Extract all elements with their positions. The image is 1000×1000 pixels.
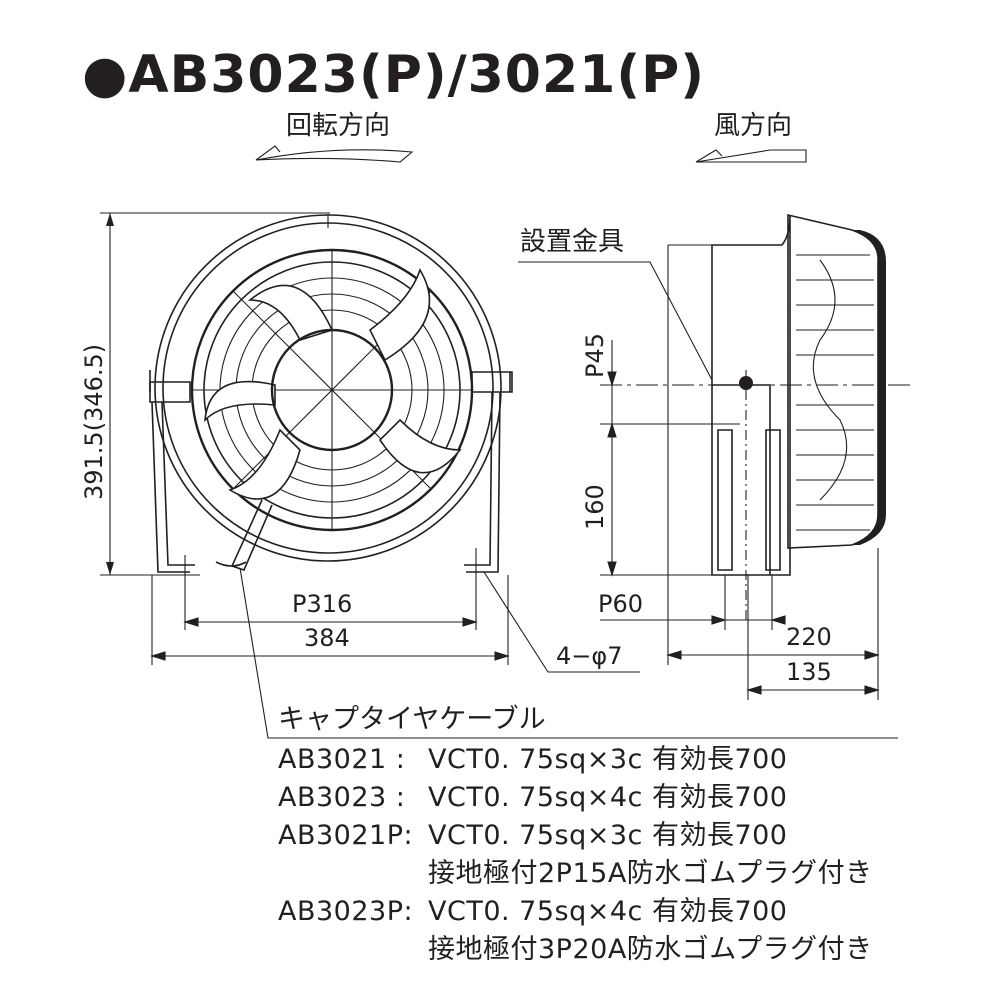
spec-desc: VCT0. 75sq×3c 有効長700	[428, 744, 788, 775]
spec-desc: 接地極付2P15A防水ゴムプラグ付き	[428, 858, 873, 889]
spec-line-5: AB3023P: VCT0. 75sq×4c 有効長700	[278, 894, 787, 930]
spec-line-1: AB3021 : VCT0. 75sq×3c 有効長700	[278, 742, 787, 778]
p45-label: P45	[581, 333, 609, 378]
height-dimension	[100, 212, 330, 576]
cable-label: キャプタイヤケーブル	[278, 704, 546, 735]
height-160-label: 160	[581, 484, 609, 530]
vertical-dimensions-side	[600, 340, 740, 577]
hole-leader-line	[483, 571, 640, 673]
spec-line-4: 接地極付2P15A防水ゴムプラグ付き	[278, 856, 873, 892]
spec-line-6: 接地極付3P20A防水ゴムプラグ付き	[278, 932, 873, 968]
height-dimension-label: 391.5(346.5)	[80, 344, 108, 500]
pitch-width-label: P316	[292, 590, 352, 618]
spec-desc: 接地極付3P20A防水ゴムプラグ付き	[428, 934, 873, 965]
horizontal-dimensions-side	[600, 245, 880, 700]
width-dimensions	[150, 548, 510, 665]
depth-135-label: 135	[786, 658, 832, 686]
side-view	[600, 213, 915, 620]
depth-220-label: 220	[786, 623, 832, 651]
spec-model: AB3023P:	[278, 896, 414, 927]
hole-spec-label: 4−φ7	[556, 642, 622, 670]
front-view	[149, 214, 513, 573]
wind-direction-arrow	[695, 149, 807, 163]
wind-direction-label: 風方向	[714, 111, 792, 141]
cable-leader-line	[239, 567, 898, 739]
spec-model: AB3021P:	[278, 820, 414, 851]
overall-width-label: 384	[304, 624, 350, 652]
spec-desc: VCT0. 75sq×4c 有効長700	[428, 782, 788, 813]
drawing-title: ●AB3023(P)/3021(P)	[82, 45, 705, 105]
spec-desc: VCT0. 75sq×4c 有効長700	[428, 896, 788, 927]
spec-model: AB3021 :	[278, 744, 406, 775]
spec-line-3: AB3021P: VCT0. 75sq×3c 有効長700	[278, 818, 787, 854]
rotation-direction-label: 回転方向	[286, 111, 390, 141]
rotation-direction-arrow	[255, 149, 414, 163]
mount-leader-line	[518, 261, 713, 381]
spec-model: AB3023 :	[278, 782, 406, 813]
spec-desc: VCT0. 75sq×3c 有効長700	[428, 820, 788, 851]
mount-bracket-label: 設置金具	[520, 227, 624, 257]
spec-line-2: AB3023 : VCT0. 75sq×4c 有効長700	[278, 780, 787, 816]
p60-label: P60	[598, 590, 643, 618]
